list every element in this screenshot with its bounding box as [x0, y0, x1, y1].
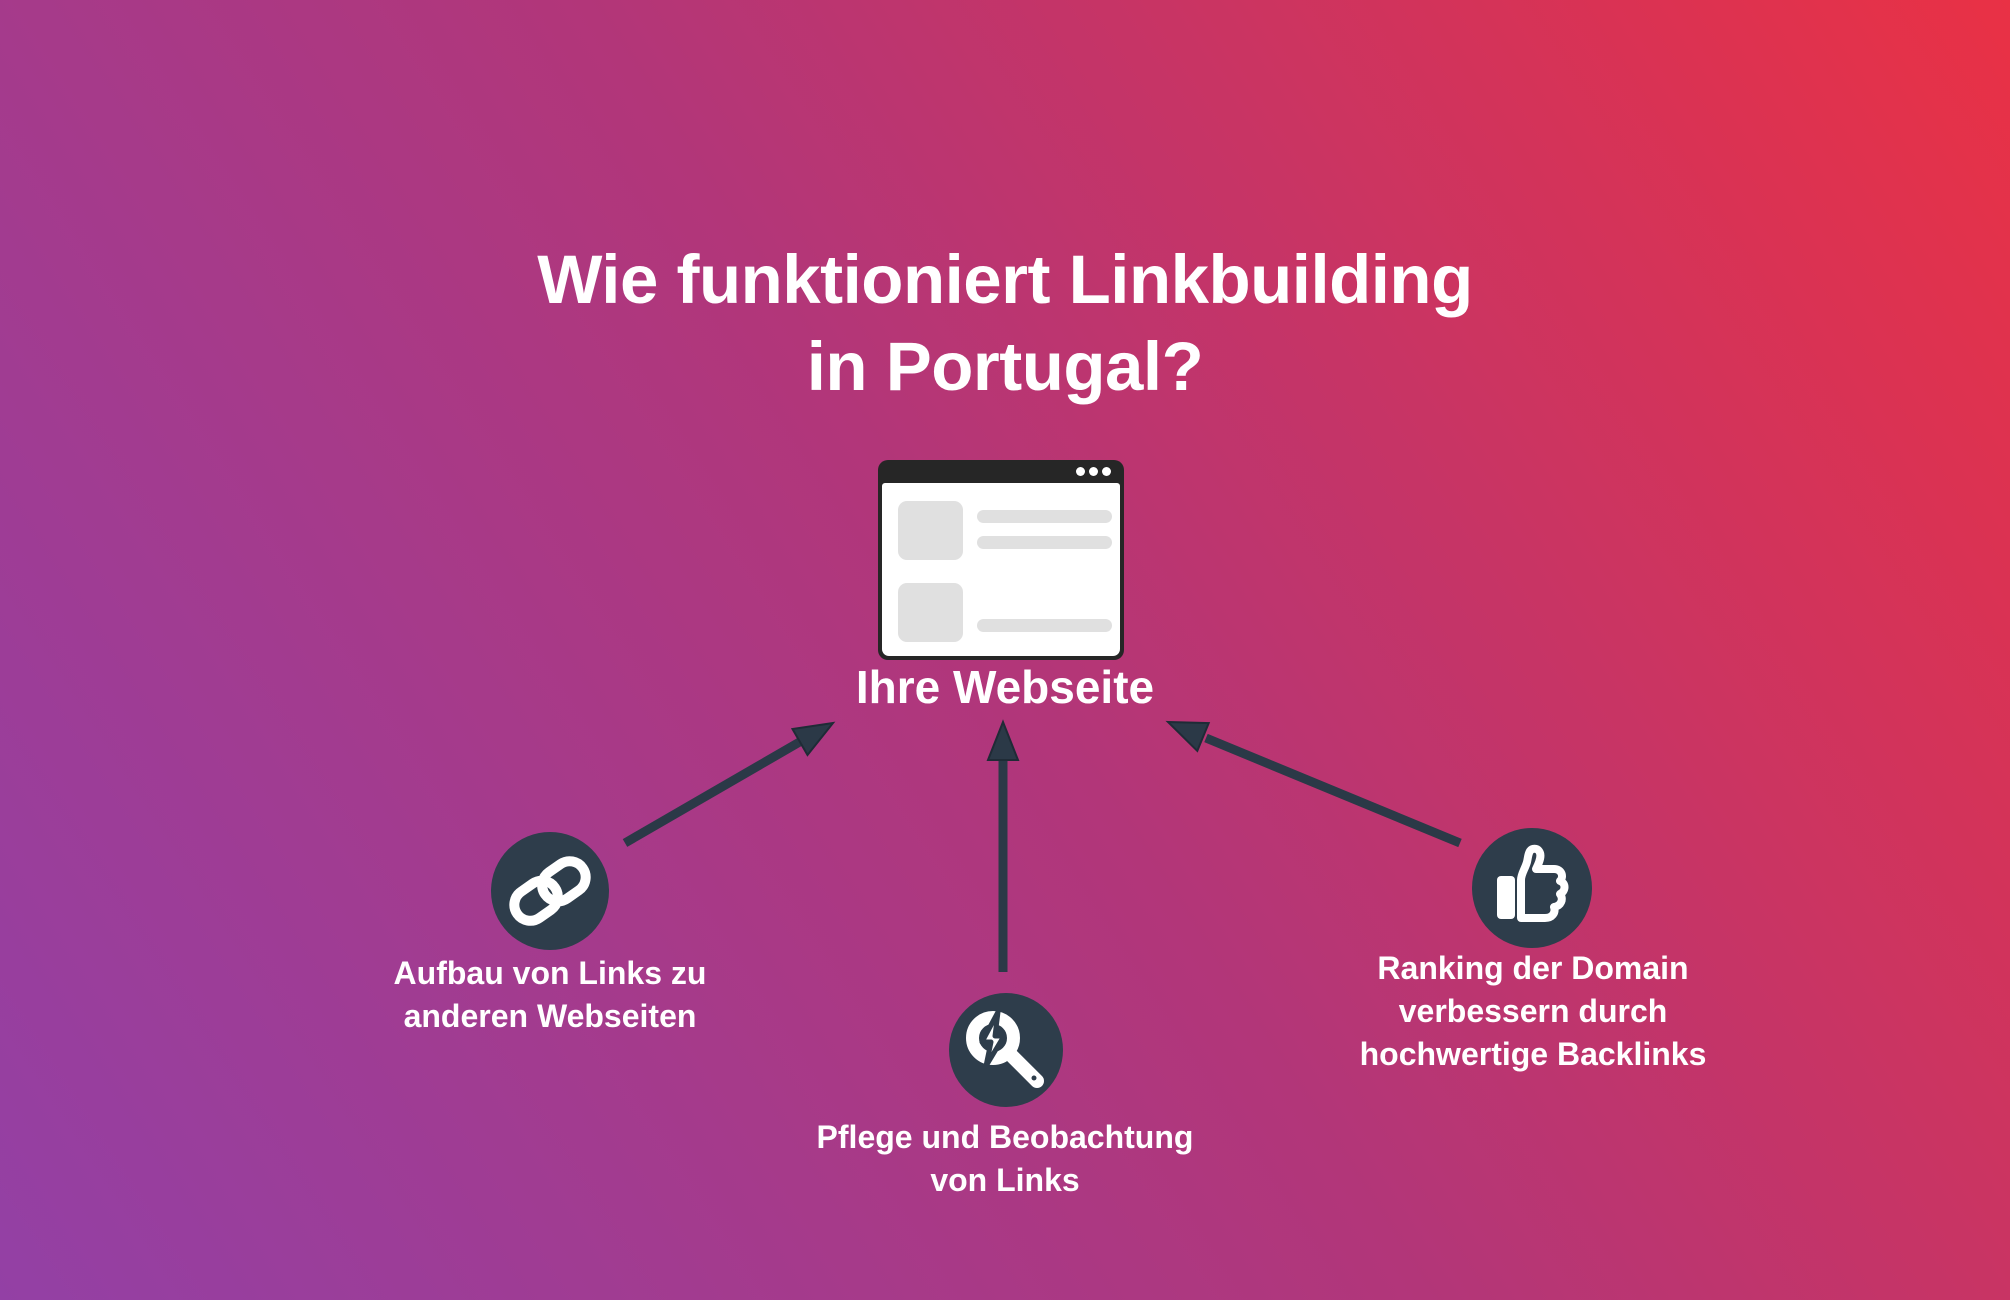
caption-line: von Links: [930, 1162, 1080, 1198]
browser-dot-icon: [1102, 467, 1111, 476]
arrow-middle: [986, 719, 1020, 972]
magnifier-flash-icon: [949, 993, 1063, 1107]
caption-link-pflege: Pflege und Beobachtung von Links: [817, 1116, 1194, 1202]
browser-dot-icon: [1076, 467, 1085, 476]
caption-line: anderen Webseiten: [403, 998, 697, 1034]
caption-line: verbessern durch: [1398, 993, 1668, 1029]
content-text-placeholder: [977, 619, 1112, 632]
caption-line: Aufbau von Links zu: [393, 955, 707, 991]
caption-line: Ranking der Domain: [1377, 950, 1689, 986]
arrow-left: [622, 721, 836, 847]
content-text-placeholder: [977, 510, 1112, 523]
website-label: Ihre Webseite: [855, 661, 1155, 713]
chain-link-icon: [491, 832, 609, 950]
browser-viewport: [882, 483, 1120, 656]
page-title-line-2: in Portugal?: [806, 328, 1204, 405]
browser-window-icon: [878, 460, 1124, 660]
caption-domain-ranking: Ranking der Domain verbessern durch hoch…: [1360, 947, 1707, 1076]
browser-dots-icon: [1076, 467, 1111, 476]
page-title: Wie funktioniert Linkbuilding in Portuga…: [0, 236, 2010, 410]
content-thumbnail-placeholder: [898, 501, 963, 560]
content-thumbnail-placeholder: [898, 583, 963, 642]
browser-dot-icon: [1089, 467, 1098, 476]
caption-line: Pflege und Beobachtung: [816, 1119, 1194, 1155]
arrow-right: [1165, 720, 1462, 848]
page-title-line-1: Wie funktioniert Linkbuilding: [537, 241, 1473, 318]
thumbs-up-icon: [1472, 828, 1592, 948]
caption-link-aufbau: Aufbau von Links zu anderen Webseiten: [394, 952, 707, 1038]
content-text-placeholder: [977, 536, 1112, 549]
caption-line: hochwertige Backlinks: [1359, 1036, 1707, 1072]
